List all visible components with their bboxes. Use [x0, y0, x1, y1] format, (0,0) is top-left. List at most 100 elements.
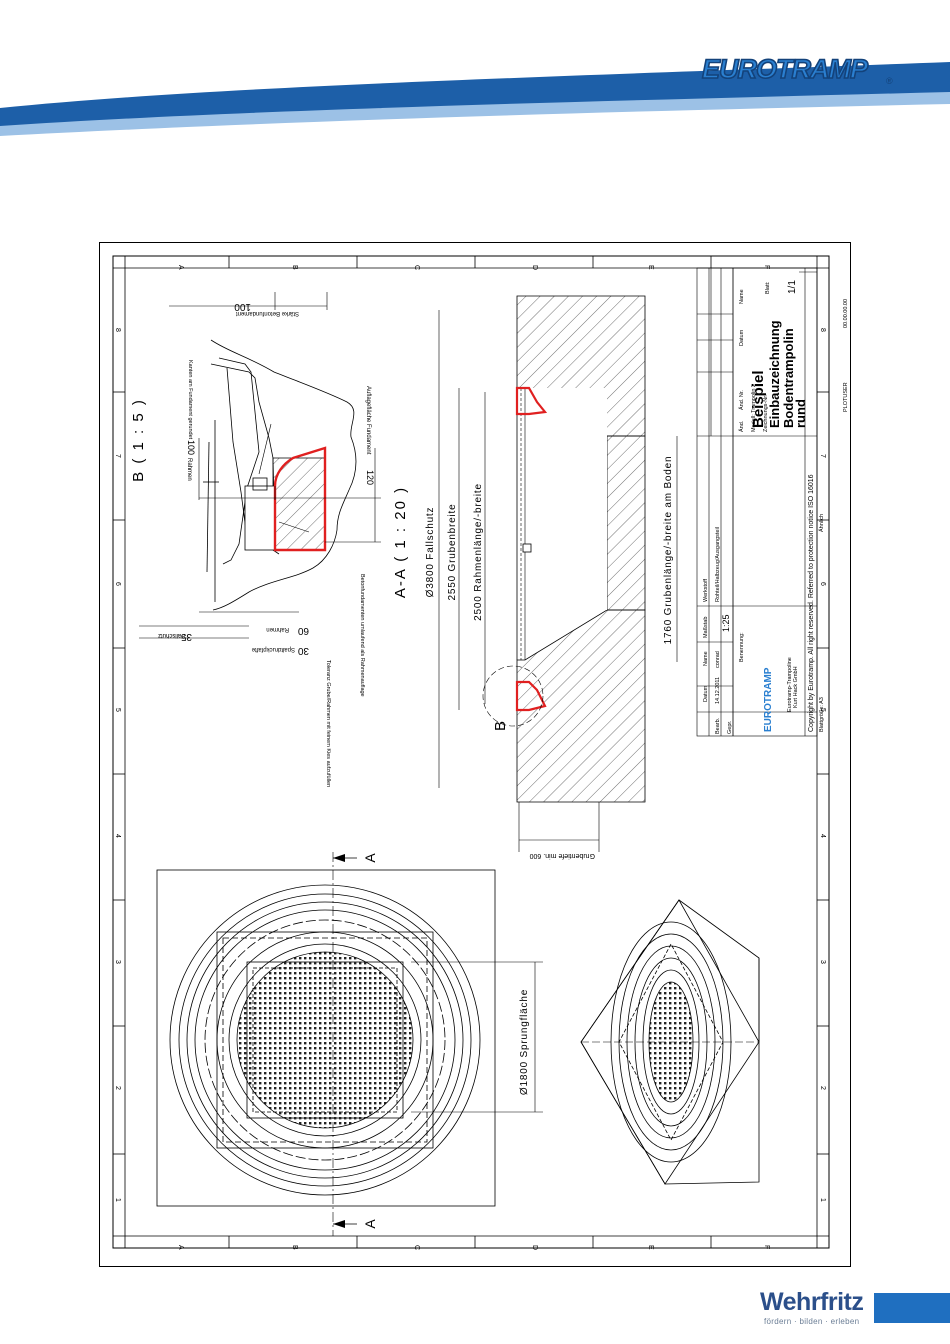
zone-numbers-left: 8 7 6 5 4 3 2 1 — [114, 328, 121, 1202]
tb-datum-label: Datum — [703, 685, 709, 702]
zone-number: 6 — [114, 582, 121, 586]
dim-tiefe: Grubentiefe min. 600 — [530, 852, 595, 859]
wehrfritz-logo: Wehrfritz — [760, 1288, 864, 1316]
isometric-view — [580, 899, 760, 1185]
zone-letters-top: A B C D E F — [177, 265, 770, 270]
label-fallschutz: Fallschutz — [158, 632, 185, 638]
dim-auflage-120: 120 — [365, 470, 375, 485]
tb-title-line1: Beispiel — [750, 370, 767, 428]
section-marker-top: A — [362, 853, 378, 863]
eurotramp-logo: EUROTRAMP ® — [701, 53, 893, 86]
tb-aehnlich: Ähnlich — [818, 514, 825, 532]
red-highlight-top — [515, 386, 548, 416]
tb-title-line2: Einbauzeichnung — [767, 320, 782, 428]
label-kanten: Kanten am Fundament gerundet — [187, 360, 193, 440]
tb-bearb-name: conrad — [715, 651, 721, 668]
tb-benennung-label: Benennung: — [739, 632, 745, 662]
label-rahmen-100: Rahmen — [186, 458, 192, 481]
dim-boden: 1760 Grubenlänge/-breite am Boden — [663, 456, 674, 645]
detail-b-circle — [482, 665, 544, 727]
header-wave — [0, 62, 950, 150]
tb-datum2: Datum — [739, 329, 745, 346]
zone-number: 7 — [114, 454, 121, 458]
label-rahmen-60: Rahmen — [266, 626, 289, 632]
tb-copyright: Copyright by Eurotramp. All right reserv… — [808, 474, 815, 732]
tb-zeichnungs-nr: Zeichnungs-Nr: — [763, 394, 769, 432]
tb-rohteil: Rohteil/Halbzeug/Ausgangsteil — [715, 527, 721, 602]
dim-staerke: 100 — [234, 301, 251, 312]
dim-fallschutz: Ø3800 Fallschutz — [425, 507, 436, 598]
top-view-outline — [156, 869, 496, 1207]
tb-blatt: 1/1 — [787, 280, 798, 294]
zone-letter: B — [291, 1245, 298, 1250]
red-highlight-detail — [273, 446, 327, 552]
jumping-surface — [236, 951, 414, 1129]
logo-reg: ® — [886, 76, 893, 86]
zone-letter: D — [531, 265, 538, 270]
zone-number: 2 — [114, 1086, 121, 1090]
tb-name2: Name — [739, 289, 745, 304]
zone-letter: A — [177, 1245, 184, 1250]
zone-letter: C — [413, 1245, 420, 1250]
zone-letter: F — [763, 265, 770, 269]
tb-gepr-label: Gepr. — [727, 720, 733, 734]
tb-bearb-label: Bearb. — [715, 717, 721, 734]
red-highlight-bottom — [515, 680, 547, 712]
zone-letters-bottom: A B C D E F — [177, 1245, 770, 1250]
zone-number: 4 — [819, 834, 826, 838]
sheet-inner-frame — [112, 255, 830, 1249]
label-beton: Betonfundamenten umlaufend als Rahmenauf… — [359, 574, 365, 697]
section-a-a — [438, 295, 678, 852]
zone-letter: A — [177, 265, 184, 270]
tb-modell: Modell: Trampolin 2 — [751, 384, 757, 432]
top-view — [156, 852, 543, 1236]
zone-number: 3 — [114, 960, 121, 964]
tb-title-line3: Bodentrampolin — [781, 328, 796, 428]
zone-number: 8 — [114, 328, 121, 332]
zone-number: 8 — [819, 328, 826, 332]
dim-grubenbreite: 2550 Grubenbreite — [447, 504, 458, 601]
dim-fallschutz-35: 35 — [180, 631, 192, 642]
zone-number: 3 — [819, 960, 826, 964]
dim-rahmen-100: 100 — [186, 440, 196, 455]
section-title: A-A ( 1 : 20 ) — [392, 486, 409, 598]
ground-block-lower — [516, 609, 646, 803]
tb-company-b: Kurt Hack GmbH — [793, 666, 799, 708]
dim-rahmen-60: 60 — [297, 625, 309, 636]
zone-number: 5 — [114, 708, 121, 712]
label-spalt: Spaltdruckpfafte — [251, 646, 295, 652]
zone-number: 2 — [819, 1086, 826, 1090]
zone-number: 6 — [819, 582, 826, 586]
tb-name-label: Name — [703, 651, 709, 666]
section-marker-bottom: A — [362, 1219, 378, 1229]
tb-massstab-label: Maßstab — [703, 617, 709, 638]
detail-view-b — [139, 292, 381, 639]
tb-company-a: Eurotramp-Trampoline — [787, 657, 793, 712]
tb-aend-nr: Änd. Nr. — [738, 390, 745, 410]
zone-number: 4 — [114, 834, 121, 838]
dim-spalt-30: 30 — [297, 645, 309, 656]
footer-blue-box — [874, 1293, 950, 1323]
zone-letter: B — [291, 265, 298, 270]
zone-numbers-right: 8 7 6 5 4 3 2 1 — [819, 328, 826, 1202]
zone-letter: D — [531, 1245, 538, 1250]
label-toleranz: Toleranz Grube/Rahmen mit feinem Kies au… — [325, 660, 331, 787]
zone-letter: F — [763, 1245, 770, 1249]
title-block-text: Datum Name Bearb. 14.12.2011 conrad Gepr… — [703, 280, 849, 734]
detail-b-marker: B — [492, 721, 509, 731]
view-b-title: B ( 1 : 5 ) — [130, 398, 147, 482]
tb-bearb-date: 14.12.2011 — [715, 677, 721, 704]
tb-code: 00.00.00.00 — [843, 299, 849, 328]
tb-aend: Änd. — [738, 420, 745, 432]
tb-massstab: 1:25 — [721, 614, 731, 632]
section-arrow-top — [333, 854, 345, 862]
tb-title: Beispiel Einbauzeichnung Bodentrampolin … — [750, 320, 808, 428]
zone-number: 1 — [114, 1198, 121, 1202]
technical-drawing-sheet: A B C D E F A B C D E F 8 7 6 5 4 3 2 1 … — [99, 242, 851, 1267]
sheet-outer-frame — [99, 242, 851, 1267]
tb-plotuser: PLOTUSER — [843, 382, 849, 412]
tb-blattgroesse: Blattgröße: A3 — [819, 697, 825, 732]
dim-rahmen: 2500 Rahmenlänge/-breite — [473, 483, 484, 621]
label-auflage: Auflagefläche Fundament — [365, 386, 371, 455]
zone-number: 7 — [819, 454, 826, 458]
